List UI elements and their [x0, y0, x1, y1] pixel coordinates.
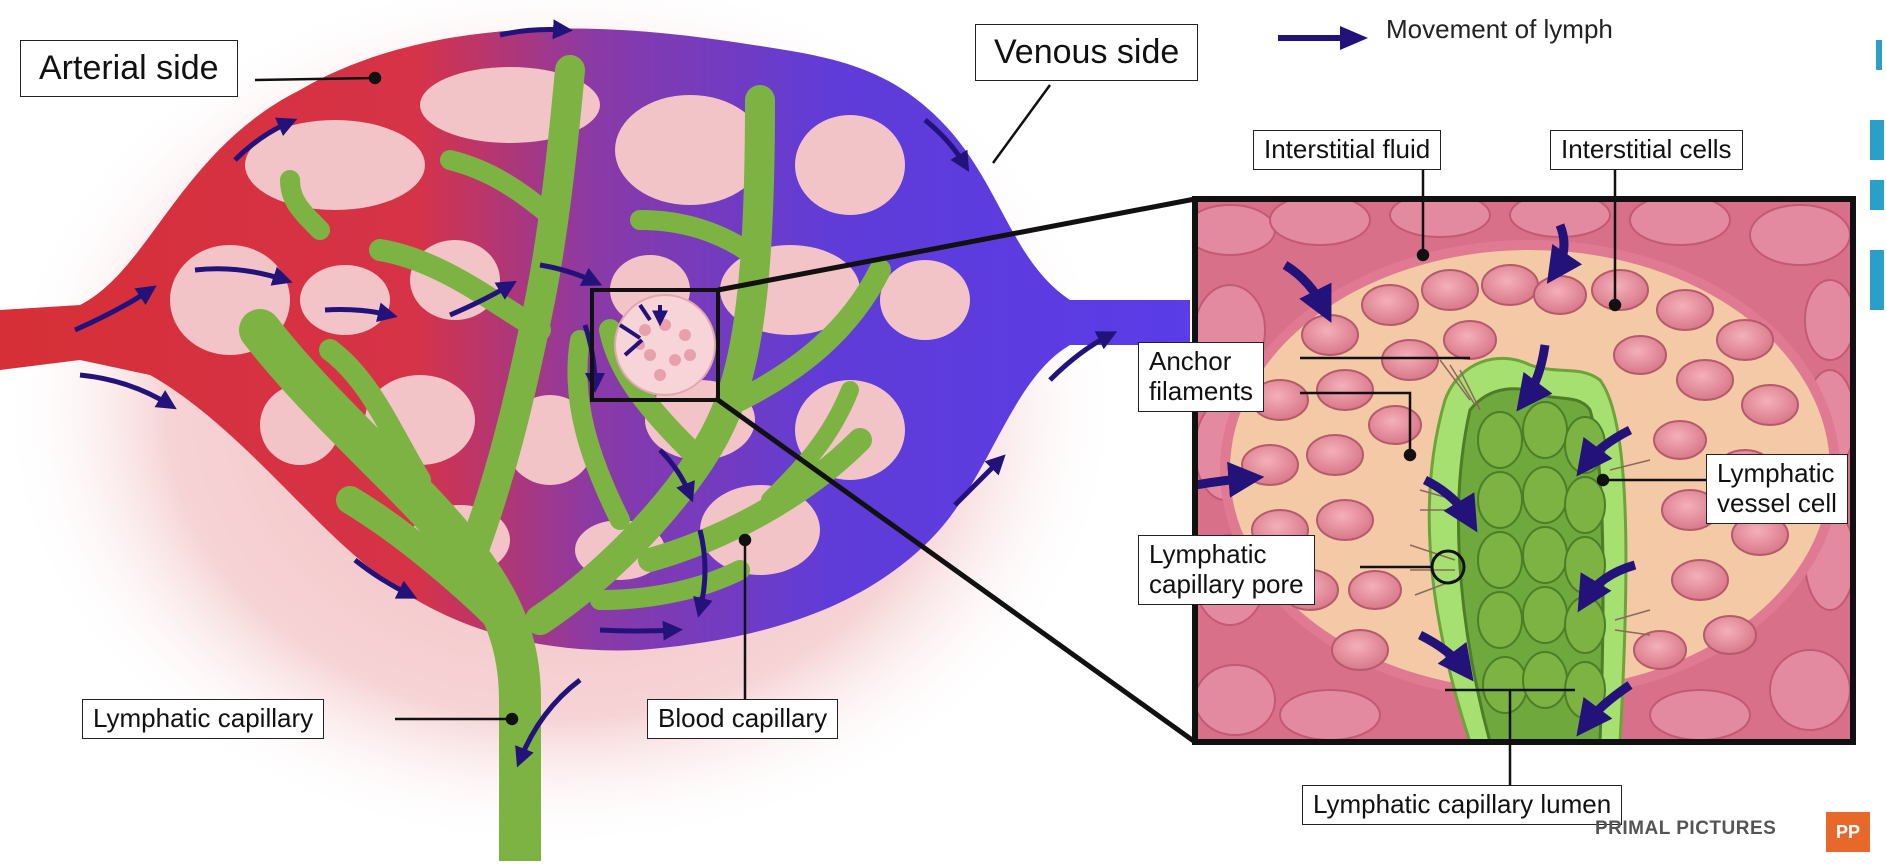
label-interstitial-cells: Interstitial cells: [1550, 130, 1743, 170]
brand-badge: PP: [1826, 812, 1870, 852]
legend: Movement of lymph: [1278, 14, 1613, 45]
brand-name: PRIMAL PICTURES: [1595, 818, 1776, 840]
label-lymphatic-vessel-cell: Lymphatic vessel cell: [1706, 454, 1848, 524]
legend-label: Movement of lymph: [1386, 14, 1613, 45]
label-lymphatic-capillary-lumen: Lymphatic capillary lumen: [1302, 785, 1622, 825]
label-blood-capillary: Blood capillary: [647, 699, 838, 739]
cropped-side-marks: [1870, 40, 1884, 310]
label-anchor-filaments: Anchor filaments: [1138, 342, 1264, 412]
label-arterial-side: Arterial side: [20, 40, 238, 97]
label-venous-side: Venous side: [975, 24, 1198, 81]
label-lymphatic-capillary-pore: Lymphatic capillary pore: [1138, 535, 1315, 605]
label-interstitial-fluid: Interstitial fluid: [1253, 130, 1441, 170]
label-lymphatic-capillary: Lymphatic capillary: [82, 699, 324, 739]
